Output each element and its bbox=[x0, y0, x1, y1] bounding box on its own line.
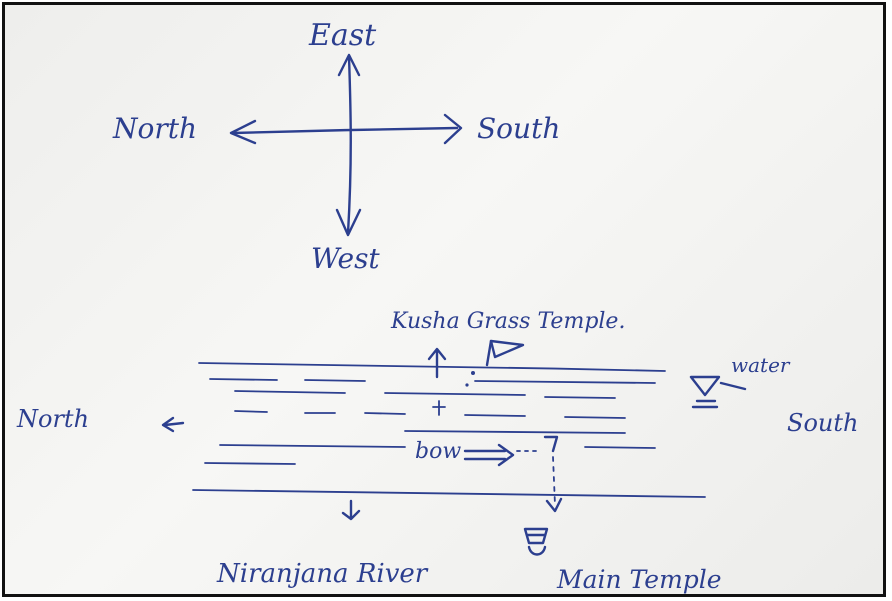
map-label-north: North bbox=[17, 407, 89, 431]
river-line bbox=[365, 413, 405, 414]
map-label-south: South bbox=[787, 411, 858, 435]
river-line bbox=[585, 447, 655, 448]
compass-rose bbox=[231, 55, 461, 235]
small-anchor-mark bbox=[343, 501, 359, 519]
river-line bbox=[220, 445, 405, 447]
river-bank-bottom bbox=[193, 490, 705, 497]
river-line bbox=[405, 431, 625, 433]
water-symbol-icon bbox=[691, 377, 745, 407]
river-line bbox=[305, 380, 365, 381]
ink-dot bbox=[471, 371, 475, 375]
river-line bbox=[475, 381, 655, 383]
temple-flag-icon bbox=[487, 341, 523, 365]
kusha-grass-temple-label: Kusha Grass Temple. bbox=[391, 311, 625, 333]
compass-label-east: East bbox=[309, 21, 376, 51]
river-line bbox=[465, 415, 525, 416]
river-line bbox=[205, 463, 295, 464]
river-lines bbox=[193, 363, 705, 497]
compass-horizontal-line bbox=[233, 128, 457, 133]
niranjana-river-label: Niranjana River bbox=[217, 561, 427, 587]
river-line bbox=[235, 391, 345, 393]
up-arrow-icon bbox=[429, 349, 445, 377]
river-line bbox=[545, 397, 615, 398]
compass-vertical-line bbox=[348, 57, 351, 233]
compass-label-north: North bbox=[113, 115, 197, 143]
sketch-drawing bbox=[5, 5, 886, 597]
compass-label-west: West bbox=[311, 245, 380, 273]
compass-label-south: South bbox=[477, 115, 560, 143]
path-bend bbox=[545, 437, 557, 451]
dotted-path-down bbox=[553, 457, 555, 505]
river-line bbox=[565, 417, 625, 418]
river-line bbox=[235, 411, 267, 412]
river-arrow-north bbox=[163, 418, 183, 431]
ink-dot bbox=[465, 383, 468, 386]
river-line bbox=[210, 379, 277, 380]
bow-label: bow bbox=[415, 441, 461, 463]
main-temple-label: Main Temple bbox=[557, 567, 722, 592]
river-bank-top bbox=[199, 363, 665, 371]
water-label: water bbox=[731, 355, 789, 375]
bow-double-arrow bbox=[465, 445, 513, 465]
river-line bbox=[385, 393, 525, 395]
small-mark bbox=[433, 401, 445, 415]
main-temple-icon bbox=[525, 529, 547, 555]
